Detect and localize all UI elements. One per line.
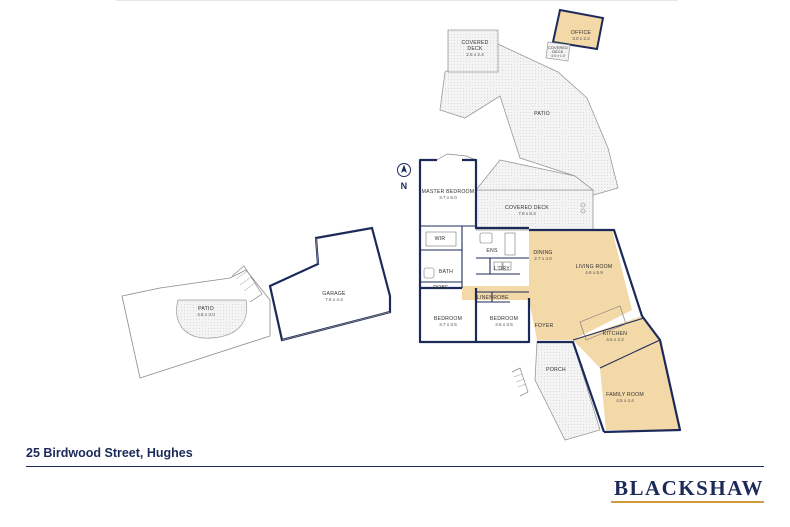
dims-garage: 7.6 x 4.4 xyxy=(325,297,343,302)
dims-covered-deck-office: 3.0 x 1.0 xyxy=(551,54,565,58)
label-porch: PORCH xyxy=(546,367,566,373)
dims-bedroom-1: 3.7 x 3.5 xyxy=(439,322,457,327)
bedroom-wing xyxy=(420,153,477,250)
label-robe-1: ROBE xyxy=(433,285,449,291)
dims-office: 3.0 x 2.2 xyxy=(572,36,590,41)
dims-family-room: 4.5 x 4.4 xyxy=(616,398,634,403)
label-covered-deck-main: COVERED DECK xyxy=(505,205,549,211)
dims-dining: 2.7 x 4.0 xyxy=(534,256,552,261)
fixtures xyxy=(423,231,627,341)
label-wir: WIR xyxy=(435,236,446,242)
footer-divider xyxy=(26,466,764,467)
dims-patio-west: 4.8 x 3.0 xyxy=(197,312,215,317)
label-patio-main: PATIO xyxy=(534,111,550,117)
label-family-room: FAMILY ROOM xyxy=(606,392,644,398)
house-walls xyxy=(418,158,682,434)
dims-living-room: 4.6 x 5.9 xyxy=(585,270,603,275)
dims-covered-deck-main: 7.8 x 8.3 xyxy=(518,211,536,216)
label-bedroom-2: BEDROOM xyxy=(490,316,518,322)
label-covered-deck-office: COVERED xyxy=(548,46,568,50)
dims-bedroom-2: 3.6 x 3.5 xyxy=(495,322,513,327)
label-l-dry: L'DRY xyxy=(494,266,510,272)
label-covered-deck-top-2: DECK xyxy=(467,46,483,52)
porch-area xyxy=(511,341,601,441)
label-garage: GARAGE xyxy=(322,291,346,297)
label-master-bedroom: MASTER BEDROOM xyxy=(422,189,475,195)
living-zone xyxy=(462,230,680,430)
label-foyer: FOYER xyxy=(535,323,554,329)
agency-logo: BLACKSHAW xyxy=(613,476,764,500)
compass-icon xyxy=(397,163,411,177)
compass-label: N xyxy=(401,181,408,191)
covered-deck-main-area xyxy=(475,159,595,231)
dims-master-bedroom: 3.7 x 6.0 xyxy=(439,195,457,200)
label-living-room: LIVING ROOM xyxy=(576,264,613,270)
label-dining: DINING xyxy=(533,250,552,256)
dims-kitchen: 4.6 x 3.2 xyxy=(606,337,624,342)
label-covered-deck-office-2: DECK xyxy=(552,50,564,54)
label-office: OFFICE xyxy=(571,30,592,36)
interior-walls xyxy=(420,225,661,369)
dims-covered-deck-top: 2.5 x 2.4 xyxy=(466,52,484,57)
label-bath: BATH xyxy=(439,269,453,275)
top-border-line xyxy=(116,0,678,1)
garage-building xyxy=(268,226,392,342)
label-covered-deck-top: COVERED xyxy=(461,40,488,46)
covered-deck-top-area xyxy=(447,29,499,73)
property-address: 25 Birdwood Street, Hughes xyxy=(26,446,193,460)
label-robe-2: ROBE xyxy=(493,295,509,301)
label-linen: LINEN xyxy=(477,295,493,301)
label-bedroom-1: BEDROOM xyxy=(434,316,462,322)
office-building xyxy=(545,8,605,62)
agency-logo-underline xyxy=(611,501,764,503)
label-ens: ENS xyxy=(486,248,498,254)
label-kitchen: KITCHEN xyxy=(603,331,627,337)
patio-west-area xyxy=(121,265,271,379)
label-patio-west: PATIO xyxy=(198,306,214,312)
